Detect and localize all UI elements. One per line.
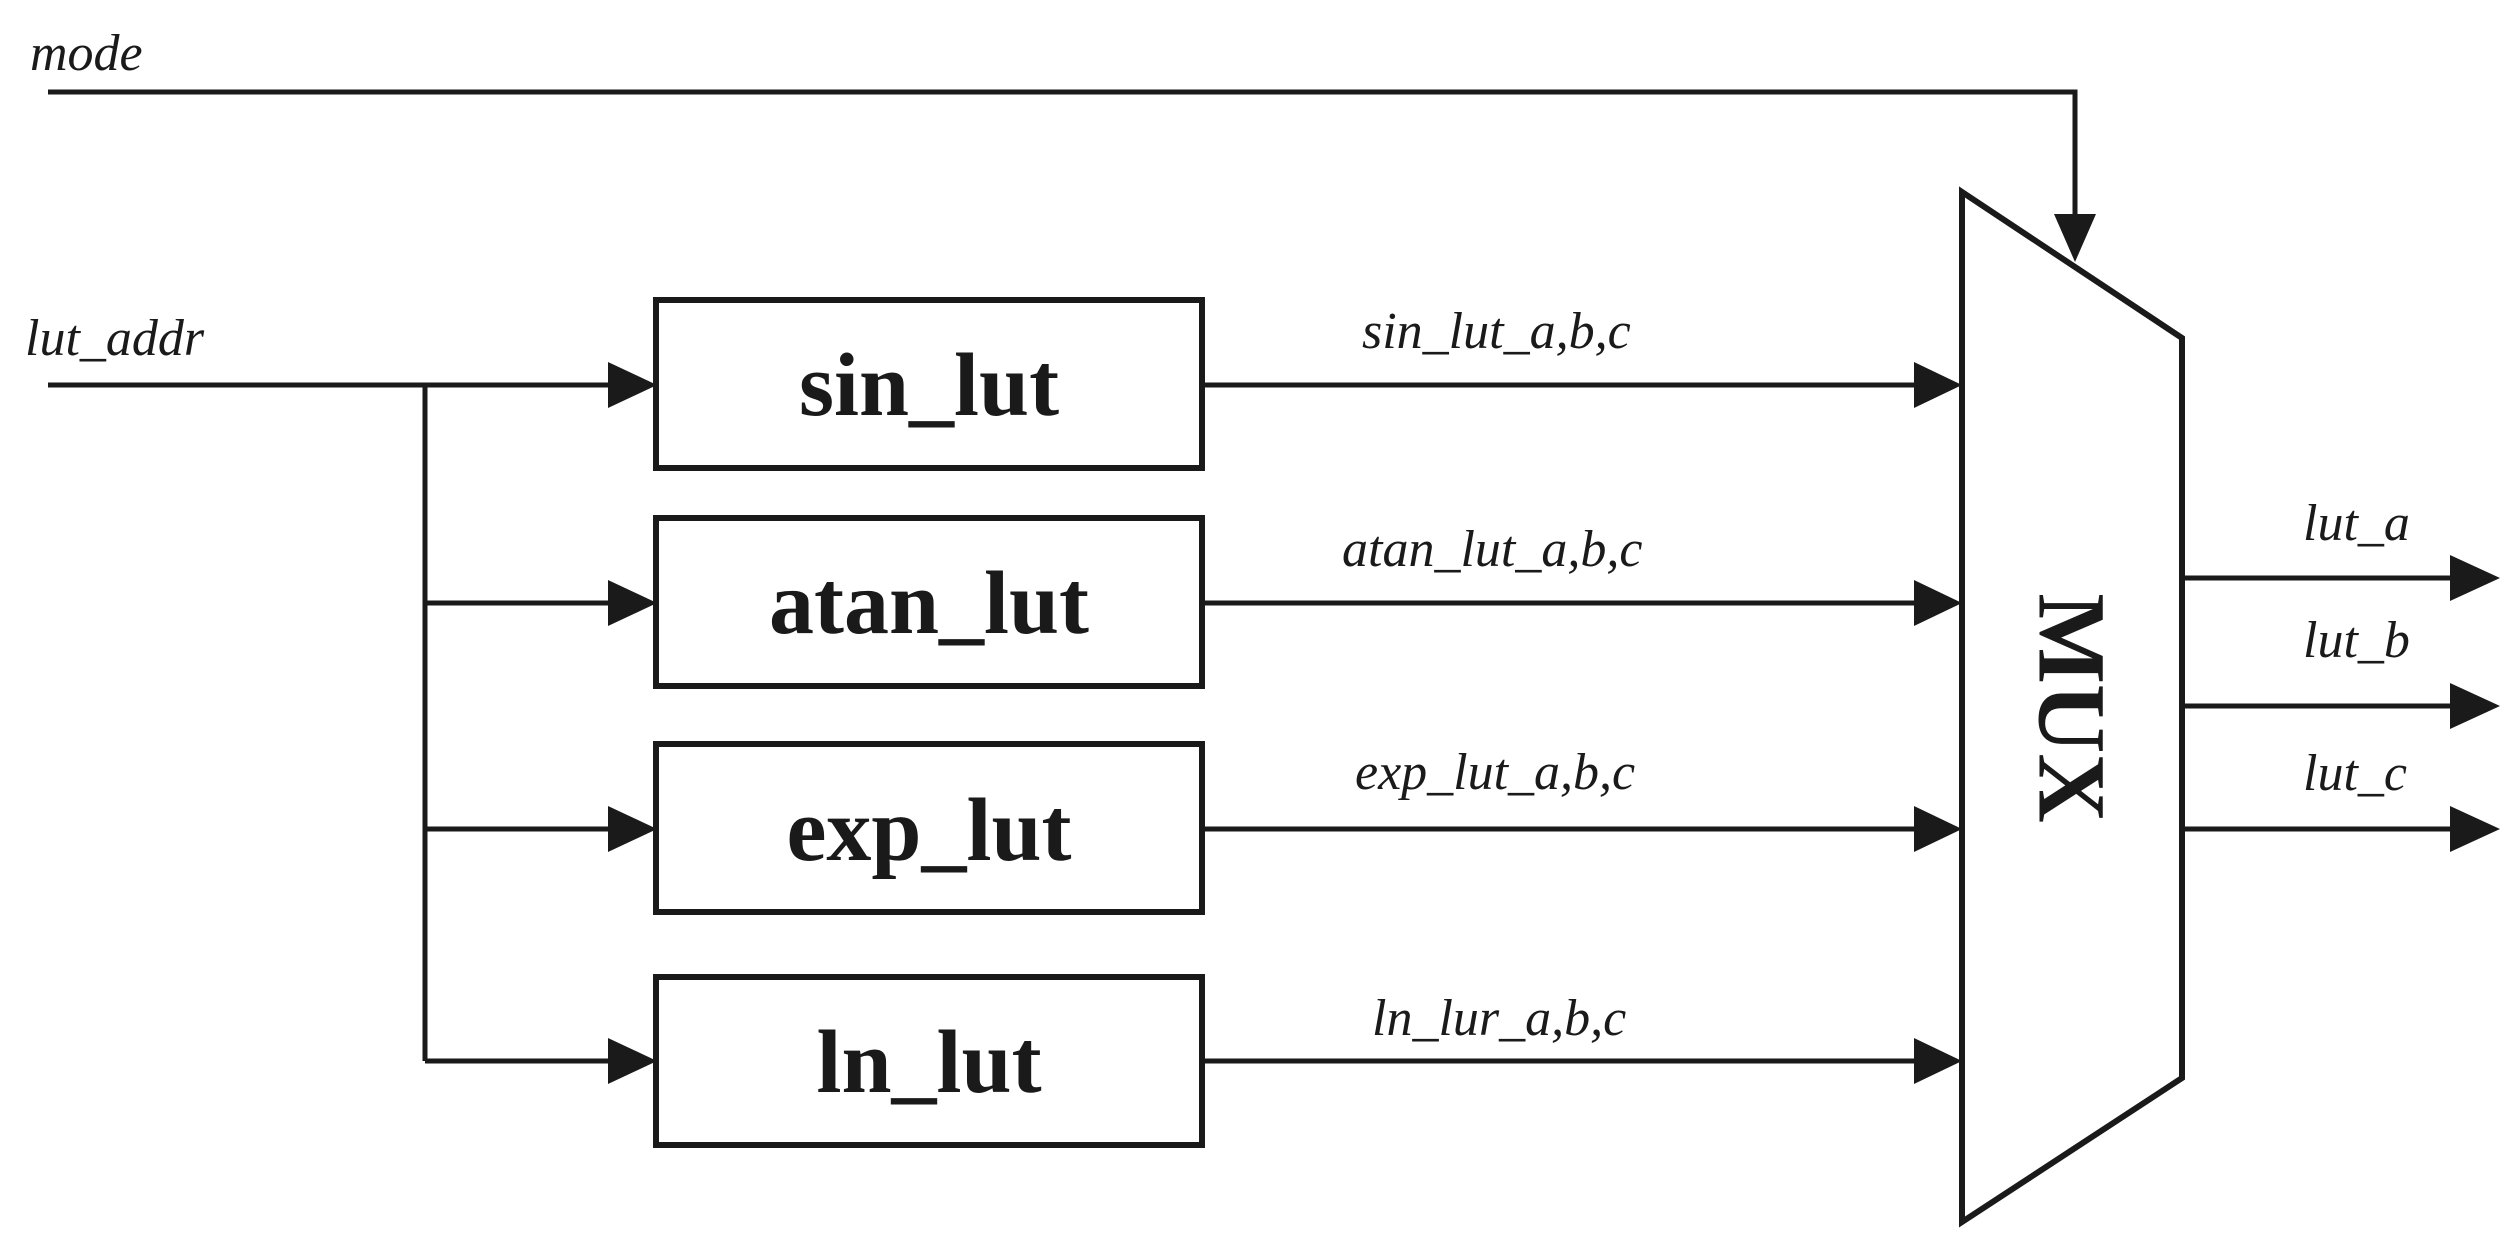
- mux-shape: [1959, 186, 2185, 1228]
- exp-output-label: exp_lut_a,b,c: [1355, 744, 1635, 801]
- lut-block-ln: ln_lut: [653, 974, 1205, 1148]
- mux-output-c: lut_c: [2182, 745, 2500, 852]
- lut-b-arrowhead: [2450, 683, 2500, 729]
- lut-c-arrowhead: [2450, 806, 2500, 852]
- mode-arrowhead: [2054, 214, 2096, 262]
- ln-output-arrowhead: [1914, 1038, 1962, 1084]
- atan-output-arrowhead: [1914, 580, 1962, 626]
- lut-name-ln: ln_lut: [816, 1013, 1041, 1112]
- lut-a-arrowhead: [2450, 555, 2500, 601]
- lut-output-atan: atan_lut_a,b,c: [1202, 521, 1962, 626]
- lut-name-exp: exp_lut: [786, 781, 1071, 880]
- addr-arrowhead-atan: [608, 580, 657, 626]
- mux-output-a: lut_a: [2182, 495, 2500, 601]
- lut-box-exp: [653, 741, 1205, 915]
- lut-block-exp: exp_lut: [653, 741, 1205, 915]
- lut-addr-signal: lut_addr: [25, 310, 657, 1084]
- lut-output-exp: exp_lut_a,b,c: [1202, 744, 1962, 852]
- lut-b-label: lut_b: [2303, 612, 2410, 669]
- mode-label: mode: [30, 25, 143, 82]
- addr-arrowhead-exp: [608, 806, 657, 852]
- addr-arrowhead-sin: [608, 362, 657, 408]
- mode-wire: [48, 89, 2078, 218]
- addr-arrowhead-ln: [608, 1038, 657, 1084]
- lut-addr-label: lut_addr: [25, 310, 205, 367]
- sin-output-arrowhead: [1914, 362, 1962, 408]
- mux-label: MUX: [2019, 593, 2126, 822]
- lut-box-sin: [653, 297, 1205, 471]
- lut-box-ln: [653, 974, 1205, 1148]
- atan-output-label: atan_lut_a,b,c: [1342, 521, 1642, 578]
- lut-a-label: lut_a: [2303, 495, 2410, 552]
- lut-output-ln: ln_lur_a,b,c: [1202, 990, 1962, 1084]
- lut-block-sin: sin_lut: [653, 297, 1205, 471]
- lut-name-sin: sin_lut: [799, 336, 1059, 435]
- exp-output-arrowhead: [1914, 806, 1962, 852]
- lut-name-atan: atan_lut: [769, 554, 1089, 653]
- sin-output-label: sin_lut_a,b,c: [1362, 303, 1631, 360]
- mux-block: MUX: [1959, 186, 2185, 1228]
- mux-output-b: lut_b: [2182, 612, 2500, 729]
- lut-c-label: lut_c: [2303, 745, 2407, 802]
- ln-output-label: ln_lur_a,b,c: [1372, 990, 1626, 1047]
- mode-signal: mode: [30, 25, 2096, 262]
- lut-block-atan: atan_lut: [653, 515, 1205, 689]
- lut-box-atan: [653, 515, 1205, 689]
- lut-output-sin: sin_lut_a,b,c: [1202, 303, 1962, 408]
